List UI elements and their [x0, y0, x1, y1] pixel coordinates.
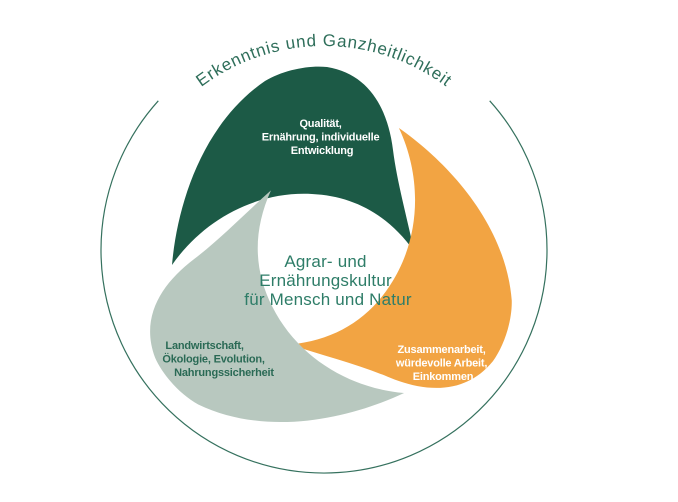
- arm-collaboration-label: Zusammenarbeit, würdevolle Arbeit, Einko…: [395, 344, 490, 383]
- arm-quality-nutrition-label: Qualität, Ernährung, individuelle Entwic…: [262, 118, 383, 157]
- outer-ring: [100, 100, 548, 474]
- center-label: Agrar- und Ernährungskultur für Mensch u…: [244, 252, 412, 309]
- arm-quality-nutrition: [172, 66, 414, 265]
- arm-agriculture-label: Landwirtschaft, Ökologie, Evolution, Nah…: [162, 340, 274, 379]
